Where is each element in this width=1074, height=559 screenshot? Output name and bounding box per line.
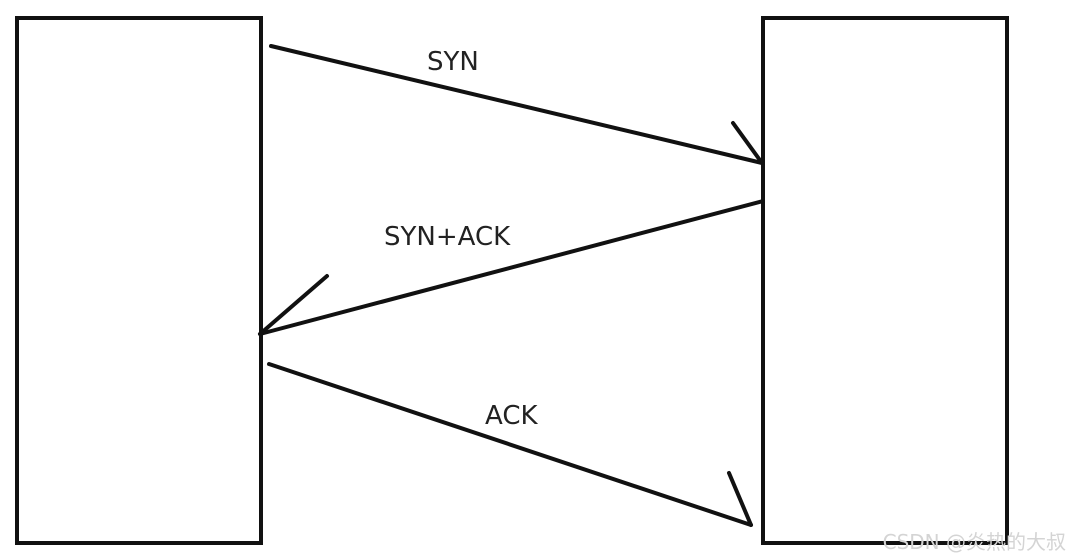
ack-label: ACK bbox=[485, 401, 538, 431]
right-endpoint-box bbox=[761, 16, 1009, 545]
ack-arrow bbox=[267, 362, 753, 527]
syn-arrowhead bbox=[731, 121, 764, 165]
syn-ack-arrow-shaft bbox=[258, 199, 765, 336]
syn-ack-arrowhead bbox=[258, 274, 329, 336]
ack-arrowhead bbox=[727, 471, 753, 527]
left-endpoint-box bbox=[15, 16, 263, 545]
syn-arrow-shaft bbox=[269, 44, 764, 165]
ack-arrow-shaft bbox=[267, 362, 753, 527]
syn-label: SYN bbox=[427, 47, 479, 77]
syn-ack-arrow bbox=[258, 199, 765, 336]
syn-ack-label: SYN+ACK bbox=[384, 222, 511, 252]
syn-arrow bbox=[269, 44, 764, 165]
csdn-watermark: CSDN @炎热的大叔 bbox=[883, 530, 1066, 554]
